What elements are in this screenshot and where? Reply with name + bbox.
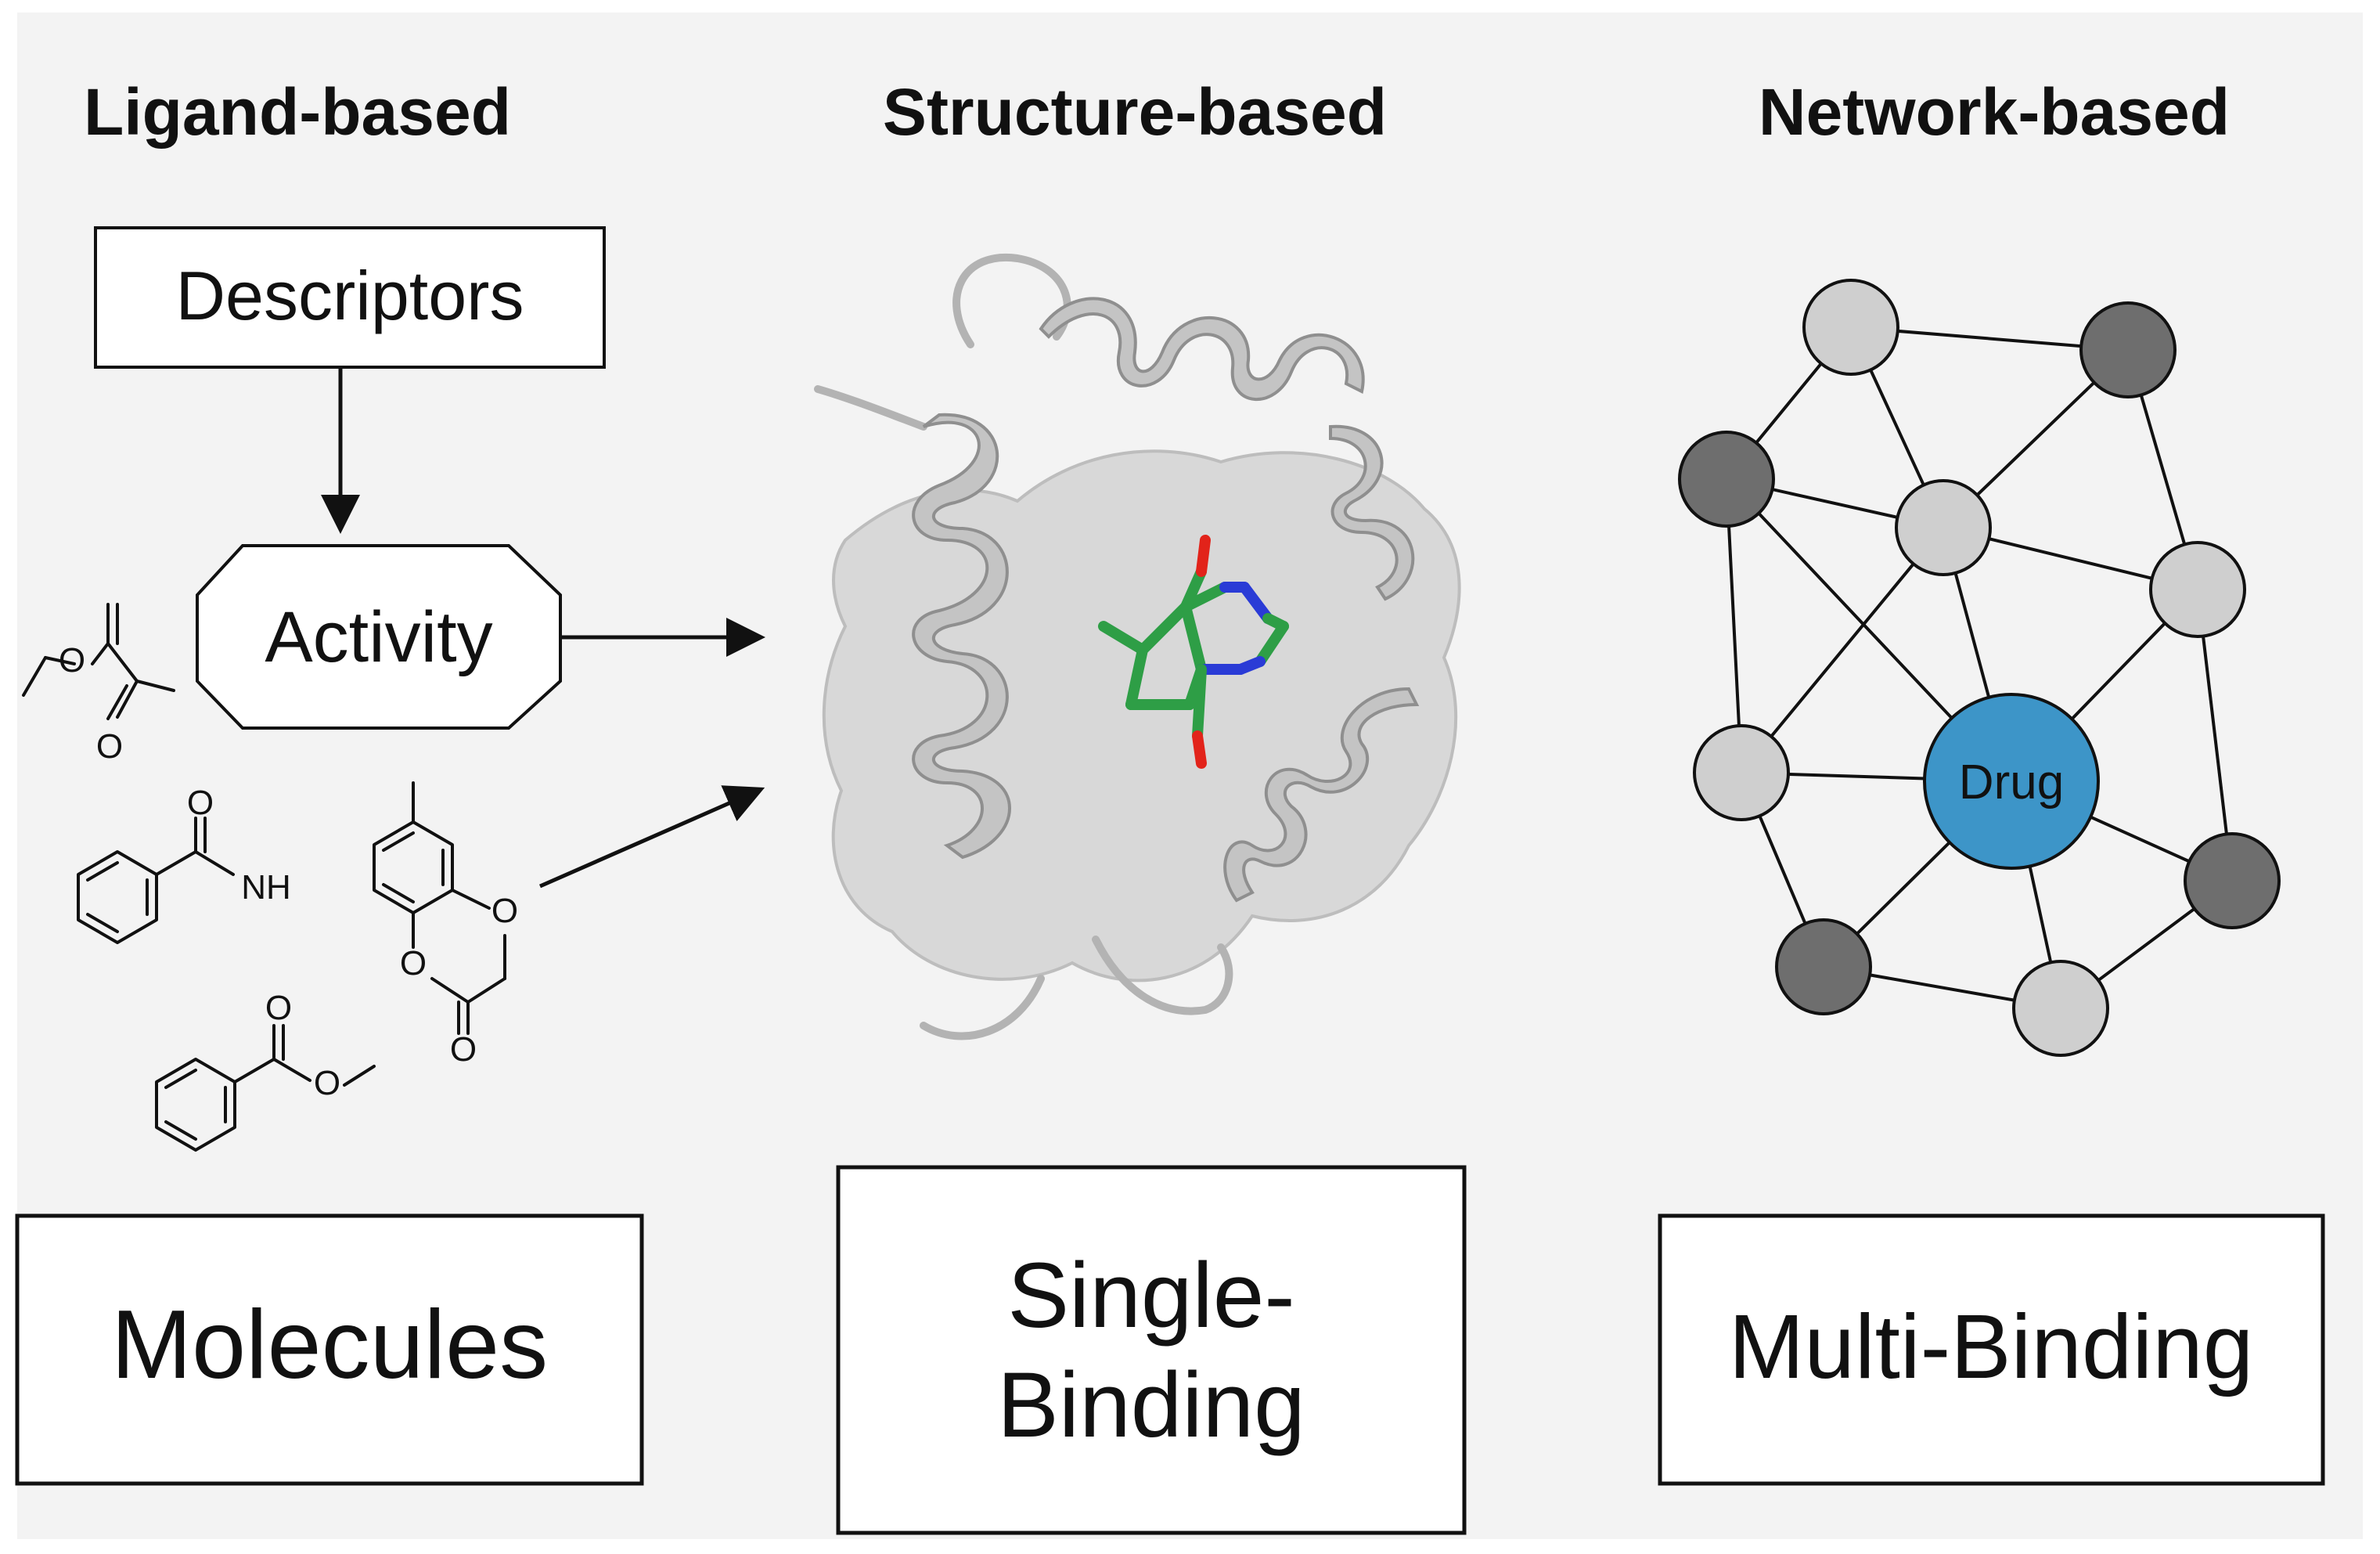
atom-o-ring2: O [400,944,427,983]
protein-loop-bottom [1092,936,1233,1015]
molecule-methacrylate: O O [22,603,175,766]
multi-binding-box [1658,1213,2325,1486]
ligand-panel: Descriptors Activity O O [22,226,765,1152]
protein-loop-top-left [814,385,927,431]
structure-panel [814,253,1461,1040]
network-node [2149,541,2246,638]
single-binding-line1: Single- [1007,1244,1294,1347]
edge [1725,478,1743,773]
atom-o-ester: O [59,641,85,680]
network-node [2012,960,2109,1057]
drug-node [1923,693,2100,870]
descriptors-box [94,226,606,369]
protein-loop-bottom-left [920,975,1045,1040]
atom-o-benzoate-ester: O [314,1064,340,1102]
molecules-box [15,1213,644,1486]
atom-o-ketone: O [96,727,123,766]
molecule-benzamide: O NH [77,784,291,944]
edge [1740,526,1945,774]
edge [2196,589,2234,882]
molecule-methyl-benzoate: O O [155,989,376,1152]
network-node [1802,279,1899,376]
network-node-dark [2184,832,2281,929]
network-node-dark [1678,431,1775,528]
molecule-benzodioxinone: O O O [373,781,518,1069]
heading-structure-based: Structure-based [883,75,1387,149]
heading-network-based: Network-based [1759,75,2230,149]
helix-right [1223,687,1420,903]
single-binding-box [836,1165,1467,1535]
descriptors-label: Descriptors [176,257,524,334]
bound-ligand [1098,535,1289,769]
atom-o-amide: O [187,784,214,822]
molecules-to-structure-arrow [538,785,765,889]
activity-box [196,544,562,730]
helix-top [1039,297,1365,402]
network-node [1693,724,1790,821]
single-binding-line2: Binding [997,1354,1305,1457]
heading-ligand-based: Ligand-based [84,75,511,149]
atom-o-benzoate-carbonyl: O [265,989,292,1027]
activity-label: Activity [265,597,492,677]
atom-o-carbonyl: O [450,1030,477,1069]
network-node [1895,479,1992,576]
drug-label: Drug [1959,755,2064,809]
atom-o-ring1: O [491,892,518,930]
network-panel [1678,279,2281,1057]
helix-left [912,413,1011,860]
network-node-dark [1775,918,1872,1015]
multi-binding-label: Multi-Binding [1729,1296,2254,1397]
network-node-dark [2079,301,2177,398]
helix-right-upper [1329,424,1415,601]
molecules-label: Molecules [111,1291,548,1399]
atom-nh-amide: NH [241,868,291,907]
